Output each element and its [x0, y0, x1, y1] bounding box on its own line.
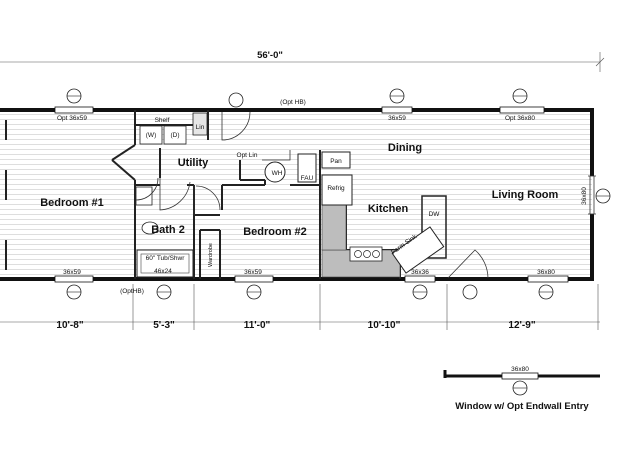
wardrobe-label: Wardrobe: [208, 243, 214, 267]
window-tags: [66, 88, 611, 300]
overall-dimension: 56'-0": [257, 50, 283, 61]
tub-size-label: 46x24: [154, 268, 172, 275]
inset-caption: Window w/ Opt Endwall Entry: [455, 401, 589, 412]
wall-windows: [54, 106, 569, 283]
exterior-walls: [0, 108, 596, 281]
section-dim-1: 10'-8": [56, 320, 83, 331]
room-label-utility: Utility: [178, 157, 209, 169]
room-label-bath-2: Bath 2: [151, 224, 185, 236]
room-label-bedroom-1: Bedroom #1: [40, 197, 104, 209]
tub-label: 60" Tub/Shwr: [146, 255, 186, 262]
section-dim-2: 5'-3": [153, 320, 175, 331]
window-label-top-left: Opt 36x59: [57, 115, 87, 122]
range: [349, 246, 383, 262]
pantry-label: Pan: [330, 158, 342, 165]
refrigerator: [321, 174, 353, 206]
section-dim-4: 10'-10": [368, 320, 401, 331]
window-label-bottom-3: 36x36: [411, 269, 429, 276]
window-label-bottom-2: 36x59: [244, 269, 262, 276]
farm-sink: [391, 226, 445, 274]
room-label-bedroom-2: Bedroom #2: [243, 226, 307, 238]
inset-window-label: 36x80: [511, 366, 529, 373]
window-label-bottom-1: 36x59: [63, 269, 81, 276]
window-label-top-mid: 36x59: [388, 115, 406, 122]
mechanical: [262, 150, 317, 183]
section-dim-3: 11'-0": [244, 320, 271, 331]
refrigerator-label: Refrig: [327, 185, 345, 192]
overall-dimension-line: [0, 52, 605, 72]
linen-label: Lin: [196, 124, 205, 131]
room-label-living-room: Living Room: [492, 189, 559, 201]
dishwasher-label: DW: [429, 211, 441, 218]
dryer-label: (D): [170, 132, 179, 139]
opt-hose-bib-bottom: (OptHB): [120, 288, 144, 295]
section-dimension-line: [0, 284, 600, 330]
room-label-dining: Dining: [388, 142, 422, 154]
door-swings: [135, 111, 489, 279]
window-label-right-side: 36x80: [581, 187, 588, 205]
shelf-label: Shelf: [155, 117, 170, 124]
room-label-kitchen: Kitchen: [368, 203, 409, 215]
window-label-top-right: Opt 36x80: [505, 115, 535, 122]
section-dim-5: 12'-9": [508, 320, 535, 331]
window-label-bottom-4: 36x80: [537, 269, 555, 276]
water-heater-label: WH: [272, 170, 283, 177]
opt-linen-label: Opt Lin: [237, 152, 258, 159]
opt-hose-bib-top: (Opt HB): [280, 99, 306, 106]
laundry-block: [139, 112, 208, 145]
fau-label: FAU: [301, 175, 314, 182]
washer-label: (W): [146, 132, 156, 139]
bath-fixtures: [135, 186, 194, 278]
pantry: [321, 151, 351, 169]
endwall-inset: [443, 370, 600, 396]
floor-hatch: [0, 111, 592, 278]
